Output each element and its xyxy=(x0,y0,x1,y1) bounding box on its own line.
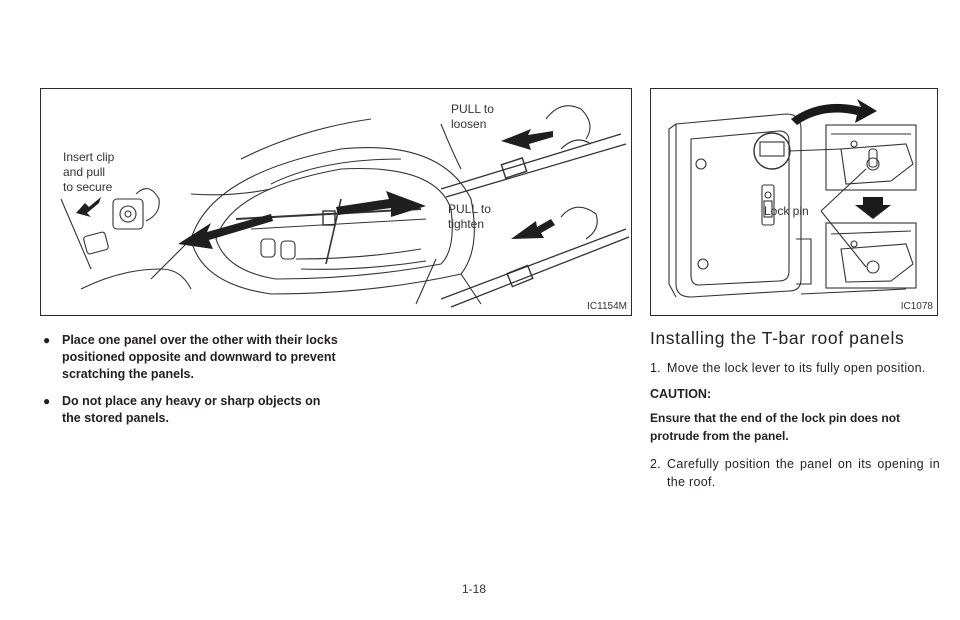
pull-tighten-label-line-2: tighten xyxy=(448,217,484,231)
step-text: Carefully position the panel on its open… xyxy=(667,457,940,489)
bullet-text: Do not place any heavy or sharp objects … xyxy=(62,394,321,425)
step-number: 1. xyxy=(650,361,662,375)
stowing-panels-illustration: Insert clip and pull to secure PULL to l… xyxy=(40,88,632,316)
pull-loosen-label-line-1: PULL to xyxy=(451,102,494,116)
bullet-icon: ● xyxy=(43,394,51,408)
list-item: ● Place one panel over the other with th… xyxy=(40,332,340,383)
insert-clip-label-line-3: to secure xyxy=(63,180,113,194)
lock-pin-illustration: Lock pin IC1078 xyxy=(650,88,938,316)
step-number: 2. xyxy=(650,457,662,471)
roof-panel-drawing: Lock pin xyxy=(668,99,917,298)
caution-text: Ensure that the end of the lock pin does… xyxy=(650,411,901,443)
insert-clip-label-line-2: and pull xyxy=(63,165,105,179)
caution-heading: CAUTION: xyxy=(650,387,712,401)
lock-pin-label: Lock pin xyxy=(764,204,809,218)
list-item: ● Do not place any heavy or sharp object… xyxy=(40,393,340,427)
pull-loosen-label-line-2: loosen xyxy=(451,117,486,131)
step-2: 2. Carefully position the panel on its o… xyxy=(650,455,940,491)
figure-code: IC1154M xyxy=(587,301,627,312)
insert-clip-label-line-1: Insert clip xyxy=(63,150,115,164)
step-1: 1. Move the lock lever to its fully open… xyxy=(650,359,940,377)
page-number: 1-18 xyxy=(462,582,487,596)
section-title: Installing the T-bar roof panels xyxy=(650,328,905,348)
bullet-icon: ● xyxy=(43,333,51,347)
figure-code: IC1078 xyxy=(900,301,933,312)
trunk-strap-drawing: Insert clip and pull to secure PULL to l… xyxy=(60,102,630,308)
pull-tighten-label-line-1: PULL to xyxy=(448,202,491,216)
installing-section: Installing the T-bar roof panels 1. Move… xyxy=(650,328,940,501)
storage-notes-list: ● Place one panel over the other with th… xyxy=(40,332,340,437)
bullet-text: Place one panel over the other with thei… xyxy=(62,333,338,381)
step-text: Move the lock lever to its fully open po… xyxy=(667,361,926,375)
